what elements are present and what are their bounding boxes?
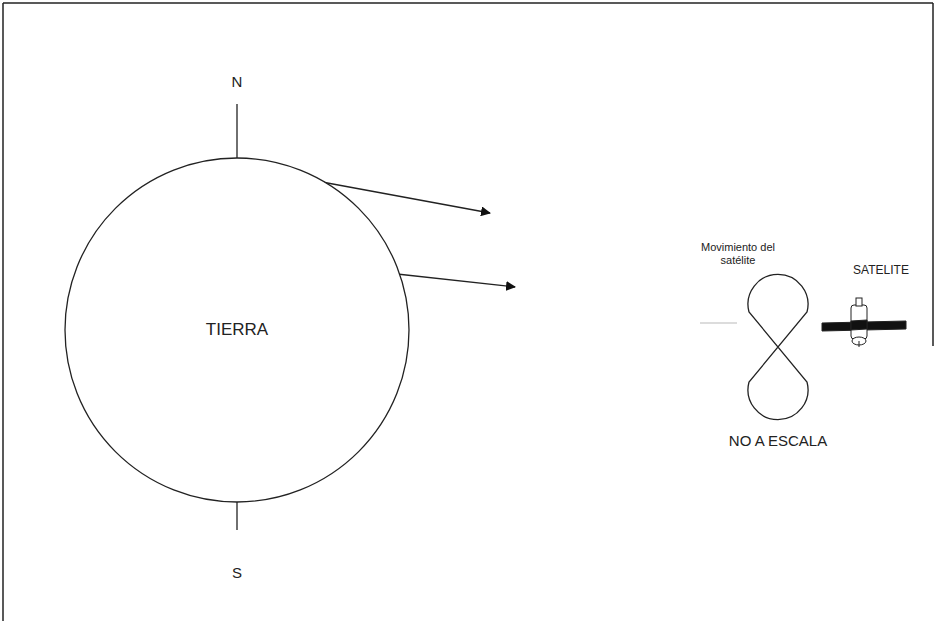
- frame-border: [3, 3, 933, 621]
- scale-note: NO A ESCALA: [729, 432, 827, 449]
- satellite-icon: [822, 298, 906, 347]
- compass-north: N: [232, 73, 243, 90]
- earth-circle: TIERRA: [64, 157, 410, 503]
- earth-circle-outline: [65, 158, 409, 502]
- compass-south: S: [232, 564, 242, 581]
- motion-caption: Movimiento del satélite: [695, 241, 781, 266]
- satellite-label: SATELITE: [853, 264, 909, 278]
- faint-line: [700, 322, 737, 324]
- figure-eight-path: [748, 274, 808, 419]
- node-text: TIERRA: [206, 320, 268, 340]
